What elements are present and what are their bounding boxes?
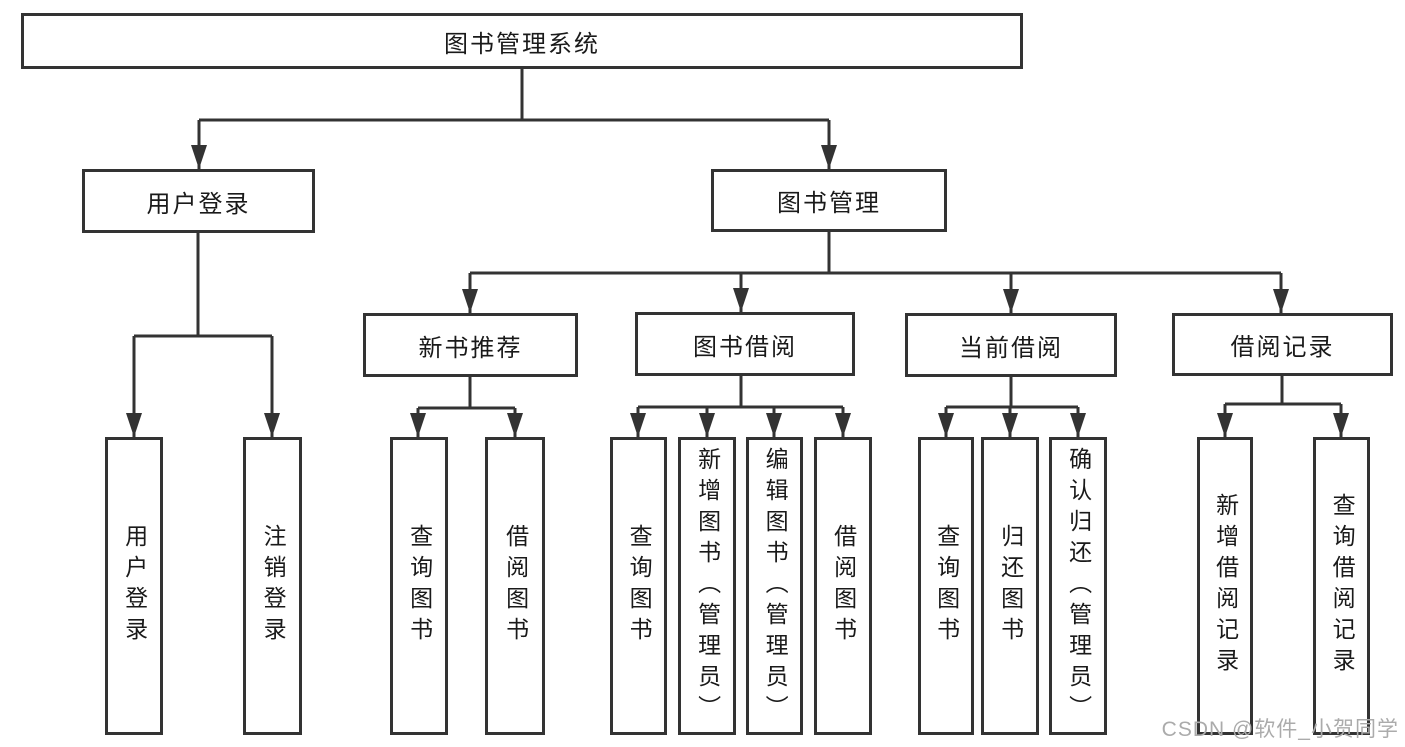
leaf-label: 新增借阅记录 xyxy=(1212,493,1239,679)
leaf-recommend-query-book: 查询图书 xyxy=(390,437,448,735)
node-borrow-records: 借阅记录 xyxy=(1172,313,1393,376)
leaf-label: 确认归还（管理员） xyxy=(1065,446,1092,726)
node-label: 用户登录 xyxy=(146,190,251,218)
leaf-label: 借阅图书 xyxy=(830,524,857,648)
leaf-current-query-book: 查询图书 xyxy=(918,437,974,735)
leaf-label: 归还图书 xyxy=(997,524,1024,648)
node-user-login: 用户登录 xyxy=(82,169,315,233)
leaf-recommend-borrow-book: 借阅图书 xyxy=(485,437,545,735)
node-new-book-recommend: 新书推荐 xyxy=(363,313,578,377)
leaf-current-confirm-return-admin: 确认归还（管理员） xyxy=(1049,437,1107,735)
node-book-borrow: 图书借阅 xyxy=(635,312,855,376)
node-label: 图书管理系统 xyxy=(444,30,600,58)
watermark: CSDN @软件_小贺同学 xyxy=(1161,718,1399,741)
leaf-current-return-book: 归还图书 xyxy=(981,437,1039,735)
node-current-borrow: 当前借阅 xyxy=(905,313,1117,377)
node-library-management-system: 图书管理系统 xyxy=(21,13,1023,69)
leaf-logout-login: 注销登录 xyxy=(243,437,302,735)
leaf-label: 注销登录 xyxy=(260,524,287,648)
node-label: 借阅记录 xyxy=(1230,334,1335,361)
leaf-label: 查询图书 xyxy=(626,524,653,648)
leaf-borrow-borrow-book: 借阅图书 xyxy=(814,437,872,735)
leaf-borrow-add-book-admin: 新增图书（管理员） xyxy=(678,437,736,735)
leaf-label: 查询借阅记录 xyxy=(1329,493,1356,679)
leaf-borrow-query-book: 查询图书 xyxy=(610,437,667,735)
leaf-label: 借阅图书 xyxy=(502,524,529,648)
leaf-label: 用户登录 xyxy=(121,524,148,648)
node-label: 当前借阅 xyxy=(959,334,1063,362)
leaf-label: 编辑图书（管理员） xyxy=(762,446,789,726)
leaf-user-login: 用户登录 xyxy=(105,437,163,735)
node-label: 图书借阅 xyxy=(693,333,797,361)
leaf-records-query-record: 查询借阅记录 xyxy=(1313,437,1370,735)
leaf-label: 查询图书 xyxy=(933,524,960,648)
leaf-label: 新增图书（管理员） xyxy=(694,446,721,726)
node-label: 图书管理 xyxy=(777,190,881,217)
leaf-borrow-edit-book-admin: 编辑图书（管理员） xyxy=(746,437,803,735)
node-label: 新书推荐 xyxy=(418,334,523,362)
node-book-management: 图书管理 xyxy=(711,169,947,232)
leaf-label: 查询图书 xyxy=(406,524,433,648)
leaf-records-add-record: 新增借阅记录 xyxy=(1197,437,1253,735)
